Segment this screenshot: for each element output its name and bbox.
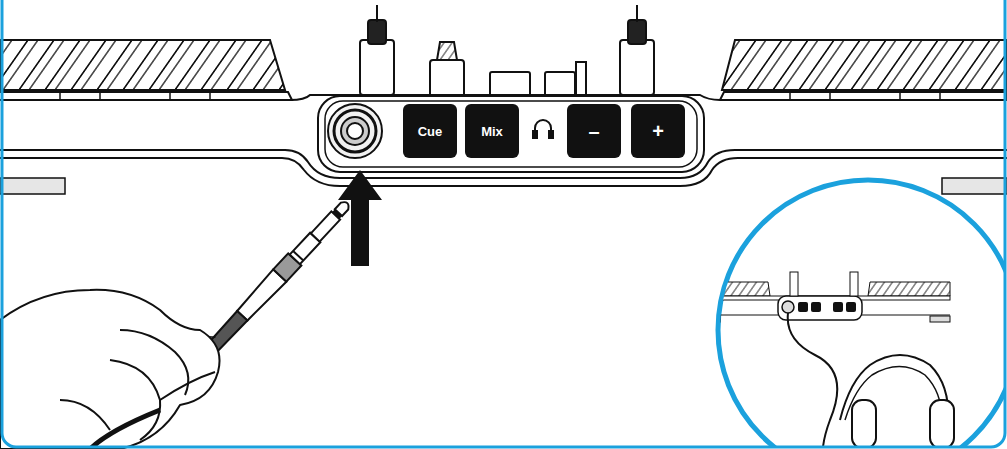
inset-view bbox=[690, 180, 1004, 446]
control-button: + bbox=[631, 104, 685, 158]
right-jog-deck bbox=[720, 40, 1007, 100]
left-jog-deck bbox=[0, 40, 292, 100]
headphone-jack bbox=[328, 104, 382, 158]
control-button: Cue bbox=[403, 104, 457, 158]
control-button: Mix bbox=[465, 104, 519, 158]
plug-cable bbox=[90, 410, 160, 449]
hand bbox=[0, 290, 220, 449]
headphone-icon bbox=[533, 120, 553, 138]
front-panel bbox=[318, 96, 704, 172]
button-label: Cue bbox=[418, 125, 443, 138]
button-label: + bbox=[652, 121, 664, 141]
mixer-knobs bbox=[360, 5, 654, 98]
button-label: – bbox=[588, 121, 599, 141]
button-label: Mix bbox=[481, 125, 503, 138]
controller-body bbox=[0, 95, 1007, 186]
insert-arrow bbox=[338, 170, 382, 266]
control-button: – bbox=[567, 104, 621, 158]
